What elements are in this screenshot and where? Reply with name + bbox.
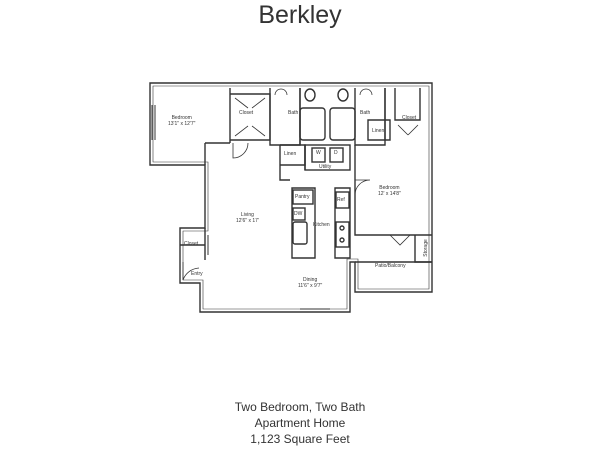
- sink-left: [274, 88, 288, 96]
- room-label-patio: Patio/Balcony: [375, 263, 406, 269]
- dishwasher: [292, 207, 306, 221]
- room-label-closet-entry: Closet: [184, 241, 199, 247]
- patio-door: [389, 234, 411, 246]
- room-label-entry: Entry: [191, 271, 203, 277]
- room-name: Dining: [303, 277, 318, 283]
- kitchen-wall-right: [334, 187, 351, 259]
- burner: [339, 225, 345, 231]
- entry-door: [182, 262, 200, 281]
- tub-right: [329, 107, 356, 141]
- square-footage: 1,123 Square Feet: [250, 432, 350, 446]
- tub-left: [299, 107, 326, 141]
- range: [335, 221, 350, 248]
- window-left-bedroom: [151, 105, 156, 140]
- room-label-linen-left: Linen: [284, 151, 297, 157]
- room-size: 12'6" x 17': [236, 218, 259, 224]
- room-name: Bedroom: [379, 185, 400, 191]
- room-label-storage: Storage: [422, 239, 429, 257]
- washer: [311, 147, 326, 163]
- room-label-bath-left: Bath: [288, 110, 299, 116]
- room-label-dryer: D: [334, 150, 338, 156]
- linen-left-wall: [280, 144, 306, 166]
- closet-left-doors: [234, 97, 266, 137]
- toilet-left: [304, 88, 316, 102]
- pantry: [292, 189, 314, 205]
- room-label-dishwasher: DW: [294, 211, 303, 217]
- window-living: [204, 235, 209, 255]
- room-name: Living: [240, 212, 254, 218]
- window-dining: [300, 308, 330, 313]
- room-label-pantry: Pantry: [295, 194, 310, 200]
- room-label-refrigerator: Ref: [337, 197, 345, 203]
- closet-right-wall: [384, 88, 421, 140]
- room-label-linen-right: Linen: [372, 128, 385, 134]
- room-label-washer: W: [316, 150, 321, 156]
- room-label-closet-left: Closet: [239, 110, 254, 116]
- room-size: 13'1" x 12'7": [168, 121, 196, 127]
- bedroom-left-wall: [204, 88, 231, 165]
- room-size: 12' x 14'8": [378, 191, 401, 197]
- bath-divider: [299, 88, 386, 146]
- closet-right-doors: [397, 124, 419, 136]
- bedroom-left-door: [232, 142, 249, 159]
- room-name: Bedroom: [171, 115, 192, 121]
- bedroom-right-wall: [354, 180, 432, 236]
- room-label-bath-right: Bath: [360, 110, 371, 116]
- linen-right-wall: [367, 119, 391, 141]
- room-label-utility: Utility: [319, 164, 332, 170]
- kitchen-counter: [291, 187, 316, 259]
- closet-left-wall: [230, 93, 271, 141]
- room-label-kitchen: Kitchen: [313, 222, 330, 228]
- burner: [339, 237, 345, 243]
- exterior-wall: [149, 82, 433, 313]
- room-size: 11'6" x 9'7": [298, 283, 323, 289]
- toilet-right: [337, 88, 349, 102]
- bath-left-wall: [269, 88, 301, 146]
- dryer: [329, 147, 344, 163]
- exterior-wall-inner: [152, 85, 430, 310]
- refrigerator: [335, 191, 350, 209]
- floor-plan-title: Berkley: [258, 1, 342, 29]
- home-type: Apartment Home: [254, 416, 346, 430]
- bedroom-right-door: [354, 179, 371, 196]
- unit-type: Two Bedroom, Two Bath: [234, 400, 366, 414]
- room-label-closet-right: Closet: [402, 115, 417, 121]
- sink: [292, 221, 308, 245]
- sink-right: [359, 88, 373, 96]
